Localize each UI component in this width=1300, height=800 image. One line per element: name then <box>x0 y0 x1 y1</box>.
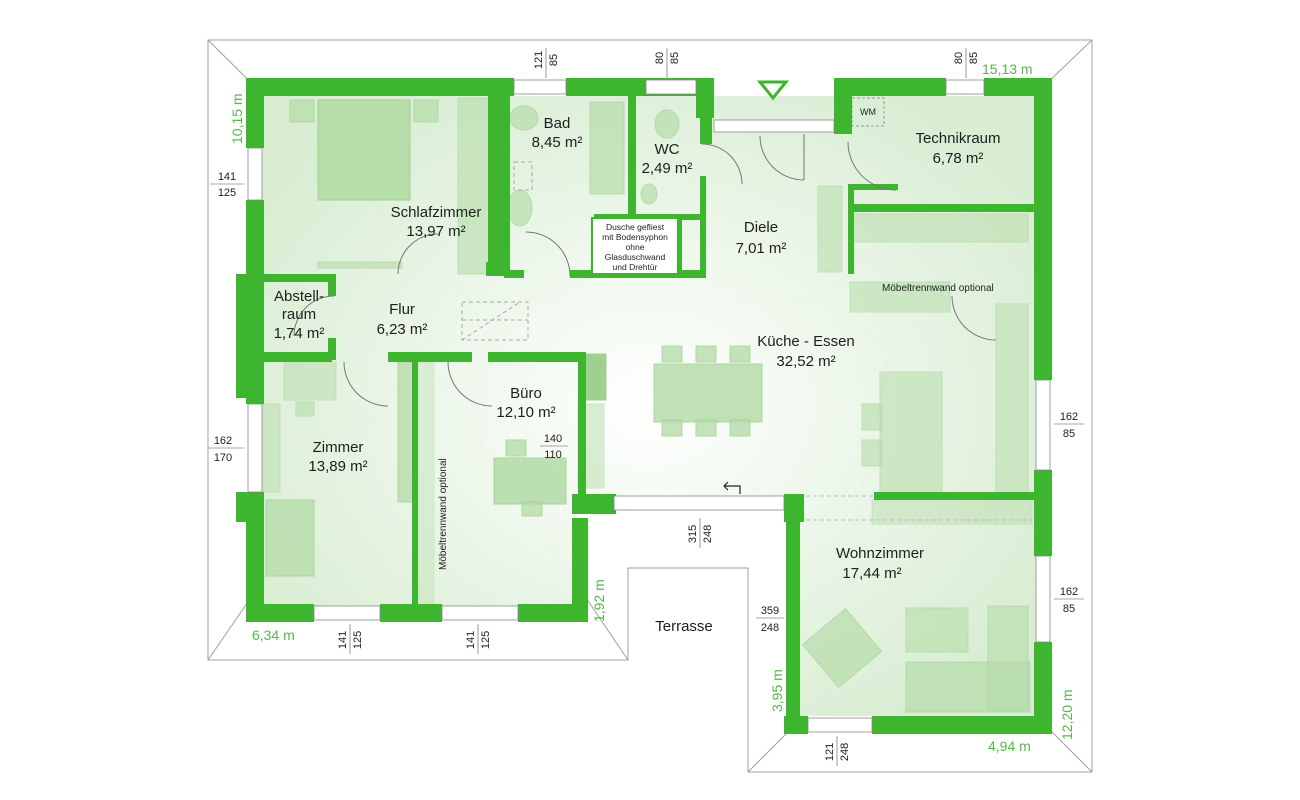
dim-zimmer-bottom-window-b: 125 <box>352 631 364 649</box>
dim-terrace-door-b: 248 <box>702 525 714 543</box>
doors <box>293 134 997 407</box>
dim-buero-inner-b: 110 <box>544 449 562 461</box>
room-name-wohnzimmer: Wohnzimmer <box>836 545 924 562</box>
dim-zimmer-left-window-b: 170 <box>214 452 232 464</box>
notes: Dusche gefliest mit Bodensyphon ohne Gla… <box>438 107 994 570</box>
desk-icon <box>493 457 567 505</box>
armchair-icon <box>801 607 883 689</box>
dim-technik-window-a: 80 <box>953 52 965 64</box>
room-name-zimmer: Zimmer <box>313 439 364 456</box>
room-name-kueche: Küche - Essen <box>757 333 855 350</box>
bathtub-icon <box>589 101 625 195</box>
dim-kitchen-right-window-a: 162 <box>1060 411 1078 423</box>
dim-right: 12,20 m <box>1059 689 1075 740</box>
room-area-schlafzimmer: 13,97 m² <box>406 223 465 240</box>
dim-wohn-left-door-b: 248 <box>761 622 779 634</box>
room-area-bad: 8,45 m² <box>532 134 583 151</box>
room-area-flur: 6,23 m² <box>377 321 428 338</box>
dim-schlaf-window-b: 125 <box>218 187 236 199</box>
dim-buero-bottom-window-b: 125 <box>480 631 492 649</box>
room-name-flur: Flur <box>389 301 415 318</box>
dim-wohn-bottom-window-b: 248 <box>839 743 851 761</box>
dim-bottom-left: 6,34 m <box>252 627 295 643</box>
windows <box>247 79 1051 733</box>
room-area-wohnzimmer: 17,44 m² <box>842 565 901 582</box>
dim-bad-window-b: 85 <box>548 54 560 66</box>
dim-wc-window-a: 80 <box>654 52 666 64</box>
room-area-zimmer: 13,89 m² <box>308 458 367 475</box>
door-arrow-icon <box>723 481 741 494</box>
room-name-buero: Büro <box>510 385 542 402</box>
zimmer-bed-icon <box>265 499 315 577</box>
shower-note-2: mit Bodensyphon <box>602 232 668 242</box>
outer-dimensions: 10,15 m 15,13 m 6,34 m 1,92 m 3,95 m 4,9… <box>229 61 1075 754</box>
room-area-diele: 7,01 m² <box>736 240 787 257</box>
room-name-diele: Diele <box>744 219 778 236</box>
room-name-technikraum: Technikraum <box>915 130 1000 147</box>
furniture <box>251 97 1033 713</box>
dim-bottom-right: 4,94 m <box>988 738 1031 754</box>
dim-kitchen-right-window-b: 85 <box>1063 428 1075 440</box>
dim-zimmer-bottom-window-a: 141 <box>337 631 349 649</box>
dim-wc-window-b: 85 <box>669 52 681 64</box>
dim-buero-inner-a: 140 <box>544 433 562 445</box>
dim-top-left: 10,15 m <box>229 93 245 144</box>
shower-note-5: und Drehtür <box>613 262 658 272</box>
moebeltrennwand-buero: Möbeltrennwand optional <box>438 458 449 570</box>
dim-terrace-bottom: 3,95 m <box>769 669 785 712</box>
dining-table-icon <box>653 363 763 423</box>
dim-top-right: 15,13 m <box>982 61 1033 77</box>
dim-bad-window-a: 121 <box>533 51 545 69</box>
wardrobe-icon <box>457 97 491 275</box>
room-name-abstellraum-1: Abstell- <box>274 288 324 305</box>
room-area-technikraum: 6,78 m² <box>933 150 984 167</box>
dim-wohn-right-window-a: 162 <box>1060 586 1078 598</box>
room-name-abstellraum-2: raum <box>282 306 316 323</box>
dim-zimmer-left-window-a: 162 <box>214 435 232 447</box>
room-labels: Schlafzimmer 13,97 m² Bad 8,45 m² WC 2,4… <box>274 115 1001 635</box>
wc-toilet-icon <box>654 109 680 139</box>
dim-wohn-bottom-window-a: 121 <box>824 743 836 761</box>
shower-note-3: ohne <box>626 242 645 252</box>
opening-dimensions: 121 85 80 85 80 85 141 125 162 170 141 1… <box>208 48 1084 766</box>
walls <box>236 78 1052 734</box>
room-area-abstellraum: 1,74 m² <box>274 325 325 342</box>
dim-technik-window-b: 85 <box>968 52 980 64</box>
room-name-schlafzimmer: Schlafzimmer <box>391 204 482 221</box>
room-name-bad: Bad <box>544 115 571 132</box>
stairs <box>461 161 533 341</box>
room-name-terrasse: Terrasse <box>655 618 713 635</box>
entrance-marker <box>756 80 790 101</box>
dim-schlaf-window-a: 141 <box>218 171 236 183</box>
room-name-wc: WC <box>655 141 680 158</box>
dim-terrace-left: 1,92 m <box>591 579 607 622</box>
dim-wohn-left-door-a: 359 <box>761 605 779 617</box>
wm-label: WM <box>860 107 876 117</box>
dim-terrace-door-a: 315 <box>687 525 699 543</box>
toilet-icon-2 <box>507 189 533 227</box>
room-area-buero: 12,10 m² <box>496 404 555 421</box>
bed-icon <box>317 99 411 201</box>
kitchen-counter-icon <box>851 213 1029 243</box>
toilet-icon <box>509 105 539 131</box>
room-area-kueche: 32,52 m² <box>776 353 835 370</box>
moebeltrennwand-kueche: Möbeltrennwand optional <box>882 283 994 294</box>
shower-note-1: Dusche gefliest <box>606 222 665 232</box>
shower-note-4: Glasduschwand <box>605 252 666 262</box>
dim-wohn-right-window-b: 85 <box>1063 603 1075 615</box>
room-area-wc: 2,49 m² <box>642 160 693 177</box>
dim-buero-bottom-window-a: 141 <box>465 631 477 649</box>
